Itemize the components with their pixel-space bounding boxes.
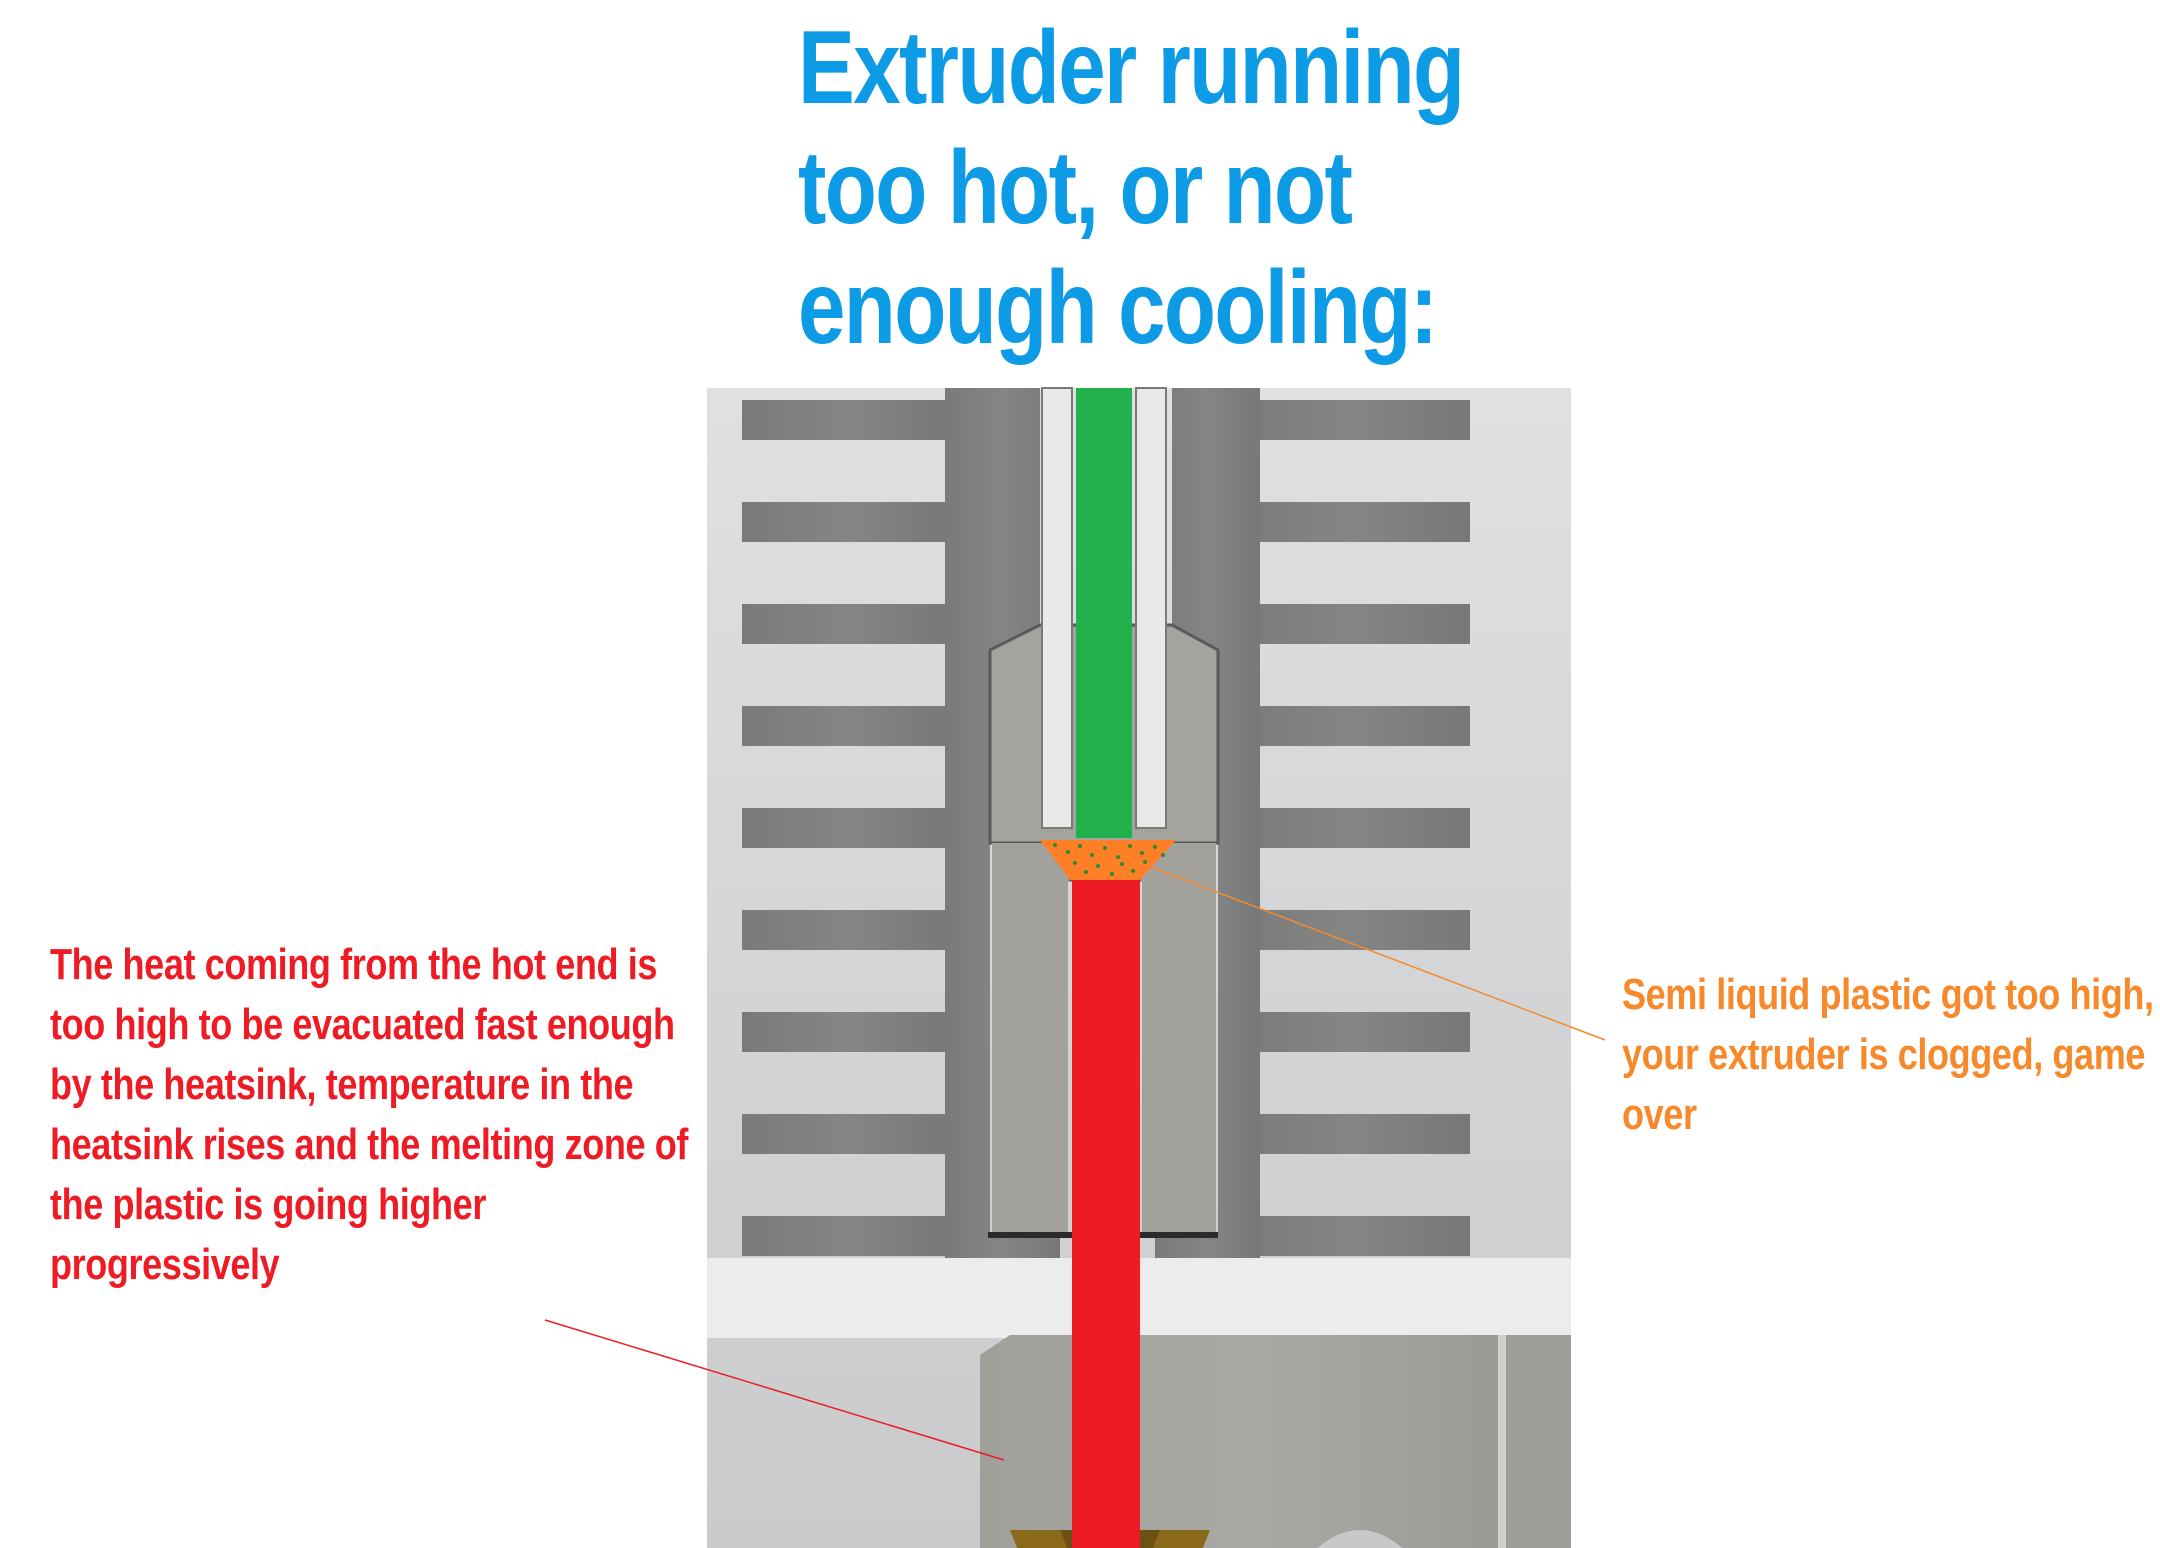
leader-line-left	[544, 1319, 1005, 1461]
molten-filament	[1072, 880, 1140, 1548]
heatsink-fins-left	[742, 400, 952, 1256]
heatsink-core-left	[945, 388, 1060, 1258]
heatbreak-lower	[992, 843, 1068, 1232]
heater-block	[980, 1335, 1520, 1548]
ptfe-tube-right	[1135, 387, 1167, 829]
solid-filament	[1076, 388, 1132, 838]
semi-liquid-zone	[1040, 840, 1176, 880]
semi-liquid-specks	[1053, 843, 1165, 876]
ptfe-tube-left	[1041, 387, 1073, 829]
diagram-title: Extruder running too hot, or not enough …	[798, 10, 1465, 366]
heatsink-fins-right	[1235, 400, 1470, 1256]
leader-line-right	[1137, 861, 1606, 1041]
annotation-clogged: Semi liquid plastic got too high, your e…	[1622, 970, 2154, 1139]
annotation-heat-too-high: The heat coming from the hot end is too …	[50, 940, 689, 1289]
heatsink-core-right	[1155, 388, 1260, 1258]
